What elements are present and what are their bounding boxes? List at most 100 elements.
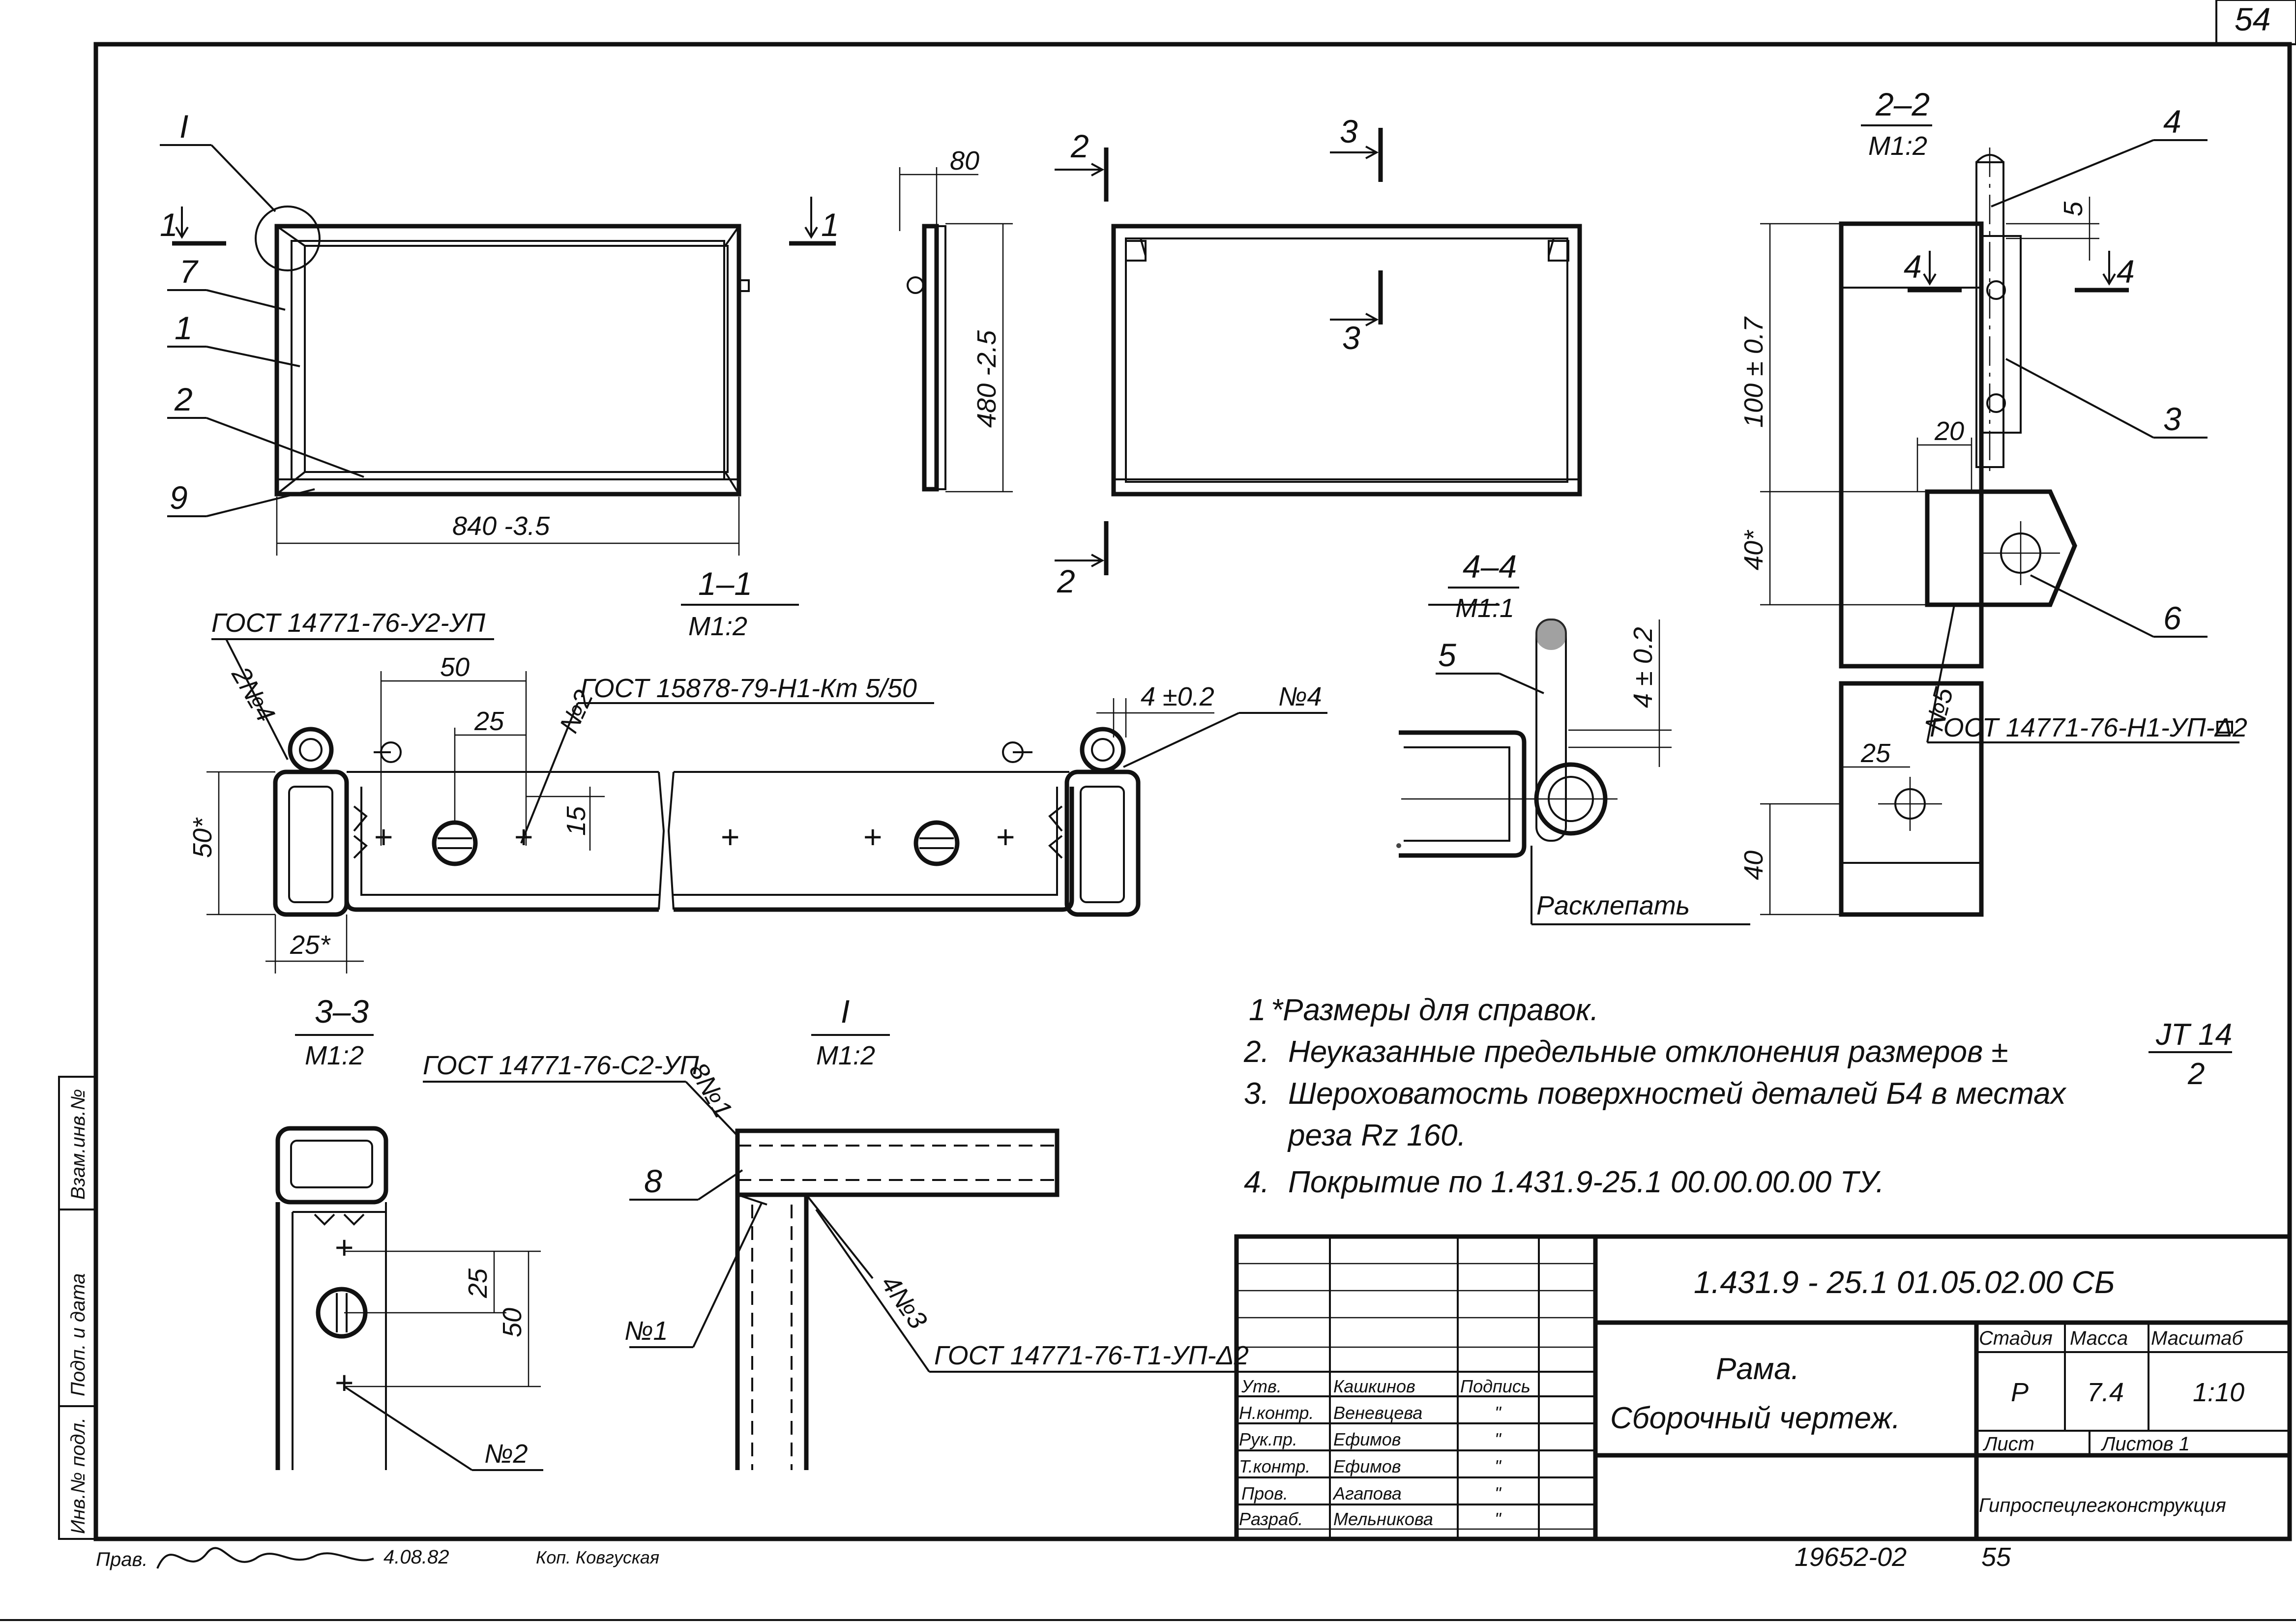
tb-ditto-5: " (1495, 1509, 1502, 1529)
side-stamp: Инв.№ подл. Подп. и дата Взам.инв.№ (58, 1076, 97, 1540)
tb-role-5: Разраб. (1239, 1509, 1303, 1529)
section-1-mark-right: 1 (821, 206, 839, 243)
tb-name-4: Агапова (1332, 1483, 1402, 1504)
tb-designation: 1.431.9 - 25.1 01.05.02.00 СБ (1694, 1265, 2115, 1300)
tb-sheet-header: Лист (1982, 1433, 2034, 1455)
pos-6-label: 6 (2163, 600, 2181, 636)
side-stamp-replace: Взам.инв.№ (67, 1089, 89, 1200)
tb-name-5: Мельникова (1333, 1509, 1433, 1529)
pos-4-label: 4 (2163, 103, 2181, 140)
weld-2-2-callout: ГОСТ 14771-76-Н1-УП-Δ2 (1930, 713, 2247, 742)
detail-I-view: I М1:2 ГОСТ 14771-76-С2-УП 8№1 8 №1 4№3 … (423, 993, 1249, 1470)
tb-ditto-4: " (1495, 1483, 1502, 1504)
section-1-1-view: 1–1 М1:2 + + (188, 565, 1327, 973)
frame-back-view: 2 3 3 2 (1055, 113, 1582, 599)
section-1-1-title: 1–1 (698, 565, 752, 602)
section-3-mark-top: 3 (1340, 113, 1358, 149)
tb-name-2: Ефимов (1333, 1429, 1401, 1449)
weld-I-top-callout: ГОСТ 14771-76-С2-УП (423, 1051, 699, 1080)
side-stamp-inv: Инв.№ подл. (67, 1417, 89, 1534)
frame-side-view: 80 480 -2.5 (899, 146, 1013, 493)
weld-4n3-mark: 4№3 (875, 1269, 933, 1334)
dim-840: 840 -3.5 (452, 511, 550, 541)
note-2-fraction-top: JT 14 (2155, 1018, 2232, 1052)
tb-ditto-3: " (1495, 1456, 1502, 1476)
pos-9-label: 9 (170, 479, 188, 516)
svg-text:+: + (720, 819, 739, 855)
tb-name-line2: Сборочный чертеж. (1610, 1401, 1900, 1435)
weld-1-1-top-callout: ГОСТ 14771-76-У2-УП (211, 608, 486, 638)
tb-ditto-2: " (1495, 1429, 1502, 1449)
sheet-frame: 54 (93, 0, 2296, 1541)
section-2-2-title: 2–2 (1875, 86, 1930, 122)
dim-5: 5 (2059, 201, 2088, 216)
tb-name-0: Кашкинов (1333, 1376, 1415, 1396)
pos-1-label: 1 (175, 310, 193, 346)
tb-role-4: Пров. (1241, 1483, 1288, 1504)
footer-page-number: 55 (1981, 1542, 2011, 1572)
dim-50-ref: 50* (188, 817, 217, 858)
rivet-note: Расклепать (1536, 891, 1690, 920)
pos-8-label: 8 (644, 1163, 662, 1199)
tb-name-line1: Рама. (1716, 1352, 1799, 1386)
note-3-cont: реза Rz 160. (1287, 1119, 1466, 1152)
mark-n2-section-3-3: №2 (484, 1439, 528, 1469)
svg-text:+: + (996, 819, 1015, 855)
note-2-num: 2. (1243, 1035, 1269, 1069)
corner-page-number: 54 (2235, 1, 2270, 37)
dim-50-section-3-3: 50 (498, 1308, 527, 1337)
pos-2-label: 2 (174, 381, 193, 417)
section-3-3-title: 3–3 (315, 993, 369, 1030)
footer: 19652-02 55 Прав. 4.08.82 Коп. Ковгуская (0, 1542, 2296, 1621)
dim-4-section-1-1: 4 ±0.2 (1141, 682, 1214, 711)
dim-100: 100 ± 0.7 (1739, 316, 1768, 428)
note-4-text: Покрытие по 1.431.9-25.1 00.00.00.00 ТУ. (1288, 1165, 1884, 1199)
section-2-2-view: 2–2 М1:2 4 3 6 5 (1739, 86, 2247, 917)
section-2-mark-top: 2 (1070, 128, 1089, 164)
note-2-text: Неуказанные предельные отклонения размер… (1288, 1035, 2008, 1069)
dim-25-ref: 25* (290, 930, 331, 960)
dim-25-lower: 25 (1860, 738, 1891, 768)
side-stamp-sign: Подп. и дата (67, 1273, 89, 1396)
section-4-4-scale: М1:1 (1455, 593, 1514, 623)
tb-role-1: Н.контр. (1239, 1403, 1314, 1423)
mark-n1-detail-I: №1 (624, 1316, 668, 1346)
section-1-1-scale: М1:2 (688, 612, 747, 641)
title-block: Утв. Кашкинов Подпись Н.контр. Веневцева… (1234, 1234, 2292, 1541)
detail-I-scale: М1:2 (816, 1041, 875, 1070)
handwritten-signature (156, 1547, 374, 1569)
note-1-text: *Размеры для справок. (1271, 993, 1599, 1027)
tb-organization: Гипроспецлегконструкция (1979, 1495, 2226, 1516)
dim-50-top: 50 (440, 652, 470, 682)
tb-name-1: Веневцева (1333, 1403, 1422, 1423)
footer-date: 4.08.82 (383, 1546, 449, 1568)
tb-stage-header: Стадия (1979, 1327, 2053, 1349)
notes: 1 *Размеры для справок. 2. Неуказанные п… (1243, 993, 2232, 1199)
detail-I-callout-label: I (179, 108, 188, 145)
dim-80: 80 (950, 146, 979, 176)
tb-role-3: Т.контр. (1239, 1456, 1310, 1476)
dim-4-section-4-4: 4 ± 0.2 (1628, 627, 1658, 708)
tb-scale-value: 1:10 (2193, 1378, 2244, 1407)
dim-20: 20 (1934, 416, 1964, 446)
note-3-text: Шероховатость поверхностей деталей Б4 в … (1288, 1077, 2067, 1111)
dim-25-section-3-3: 25 (463, 1268, 493, 1298)
svg-text:+: + (374, 819, 393, 855)
note-3-num: 3. (1244, 1077, 1269, 1111)
note-4-num: 4. (1244, 1165, 1269, 1199)
svg-text:+: + (863, 819, 882, 855)
weld-I-bottom-callout: ГОСТ 14771-76-Т1-УП-Δ2 (934, 1341, 1249, 1370)
tb-stage-value: Р (2011, 1378, 2029, 1407)
section-2-2-scale: М1:2 (1868, 131, 1927, 161)
footer-prefix: Прав. (96, 1549, 147, 1570)
dim-480: 480 -2.5 (972, 330, 1001, 428)
tb-role-0: Утв. (1241, 1376, 1282, 1396)
section-3-3-view: 3–3 М1:2 + + 25 50 №2 (275, 993, 543, 1471)
pos-3-label: 3 (2163, 401, 2181, 437)
pos-7-label: 7 (179, 253, 199, 290)
dim-15: 15 (561, 806, 591, 836)
section-3-3-scale: М1:2 (305, 1041, 364, 1070)
section-4-mark-left: 4 (1904, 248, 1922, 285)
tb-name-3: Ефимов (1333, 1456, 1401, 1476)
